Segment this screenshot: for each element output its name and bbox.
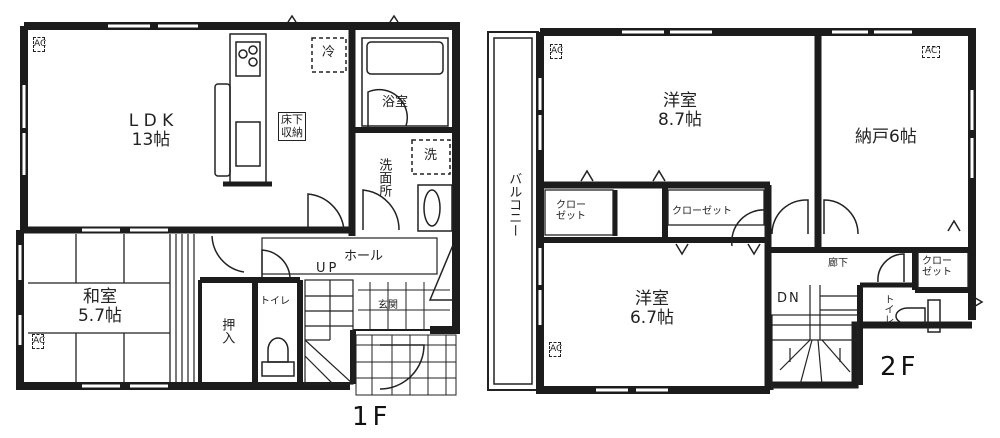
- balcony-label: バルコニー: [506, 172, 522, 237]
- room-nando: 納戸6帖: [855, 127, 917, 147]
- room-genkan: 玄関: [378, 300, 398, 311]
- label-line: ゼット: [556, 211, 586, 222]
- ac-washitsu: AC: [32, 334, 45, 349]
- entry-door: [428, 244, 454, 301]
- kitchen-counter: [214, 33, 272, 187]
- windows-1f: [18, 24, 198, 388]
- hall-area: [261, 237, 438, 275]
- room-ldk: L D K 13帖: [96, 112, 206, 149]
- stairs-down-label: DN: [777, 291, 801, 306]
- underfloor-storage: 床下 収納: [278, 112, 306, 142]
- closet-hall-area: [917, 251, 969, 289]
- room-toilet-1f: トイレ: [260, 296, 290, 307]
- washer-symbol: 洗: [424, 148, 438, 163]
- doors-1f: [211, 189, 425, 390]
- room-size: 6.7帖: [629, 307, 675, 328]
- label-line: ゼット: [922, 267, 952, 278]
- label-line: クロー: [922, 256, 952, 267]
- stairs-2f: [771, 285, 859, 388]
- wood-strips: [175, 234, 195, 382]
- ac-ldk: AC: [33, 37, 46, 52]
- label-line: クロー: [556, 200, 586, 211]
- room-size: 5.7帖: [77, 305, 123, 326]
- window-markers-2f: [580, 169, 961, 256]
- floor-label-2f: 2F: [880, 352, 920, 382]
- closet-wide-area: [667, 189, 765, 226]
- room-name: 洋室: [663, 91, 697, 111]
- fridge-space: [311, 37, 347, 73]
- room-size: 8.7帖: [657, 109, 703, 130]
- toilet-fixture-1f: [261, 337, 295, 377]
- closet-hall: クロー ゼット: [922, 256, 952, 278]
- room-hall: ホール: [344, 249, 384, 264]
- washer-space: [411, 139, 451, 175]
- room-oshiire: 押入: [219, 318, 235, 344]
- doors-2f: [730, 199, 905, 283]
- floor-label-1f: 1F: [352, 402, 392, 432]
- ac-yoshitsu-8-7: AC: [550, 44, 563, 59]
- closet-wide: クローゼット: [672, 206, 732, 217]
- wash-basin: [417, 184, 453, 232]
- label-line: 収納: [281, 125, 303, 139]
- room-yoshitsu-8-7: 洋室 8.7帖: [640, 92, 720, 129]
- room-size: 13帖: [131, 129, 171, 150]
- stairs-up-label: UP: [316, 261, 340, 276]
- room-washitsu: 和室 5.7帖: [60, 288, 140, 325]
- room-yoshitsu-6-7: 洋室 6.7帖: [612, 290, 692, 327]
- tatami-lines: [28, 234, 171, 382]
- ac-yoshitsu-6-7: AC: [549, 342, 562, 357]
- window-markers-1f: [287, 14, 399, 23]
- room-name: L D K: [128, 111, 174, 131]
- genkan-tiles: [355, 282, 457, 396]
- room-name: 和室: [83, 287, 117, 307]
- room-toilet-2f: トイレ: [882, 294, 893, 324]
- label-line: 床下: [281, 113, 303, 126]
- stairs-1f: [304, 279, 354, 385]
- closet-small: クロー ゼット: [556, 200, 586, 222]
- toilet-fixture-2f: [895, 299, 941, 333]
- fridge-symbol: 冷: [322, 45, 336, 60]
- room-bath: 浴室: [382, 95, 409, 110]
- windows-2f: [538, 30, 974, 392]
- room-name: 洋室: [635, 289, 669, 309]
- toilet-door-marker: [971, 295, 984, 309]
- bathtub: [361, 37, 449, 128]
- closet-small-area: [544, 189, 614, 236]
- corridor-label: 廊下: [828, 258, 848, 269]
- ac-nando: AC: [922, 46, 941, 58]
- room-washroom: 洗面所: [376, 158, 392, 197]
